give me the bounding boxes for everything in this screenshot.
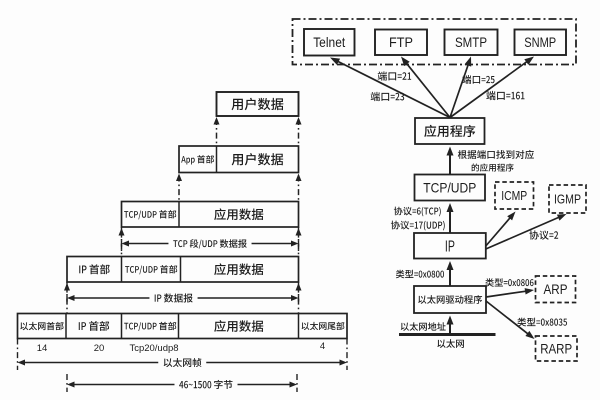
svg-text:TCP/UDP: TCP/UDP (423, 180, 476, 196)
svg-text:FTP: FTP (389, 34, 413, 50)
svg-text:SMTP: SMTP (455, 34, 487, 50)
svg-text:ICMP: ICMP (501, 189, 527, 203)
svg-text:IGMP: IGMP (554, 192, 581, 206)
svg-text:IP: IP (445, 238, 455, 255)
svg-text:ARP: ARP (544, 282, 568, 297)
svg-text:SNMP: SNMP (524, 34, 556, 50)
svg-text:20: 20 (94, 343, 105, 354)
svg-text:RARP: RARP (540, 341, 572, 356)
svg-text:14: 14 (37, 343, 48, 354)
svg-text:Telnet: Telnet (313, 34, 345, 50)
svg-text:4: 4 (320, 341, 325, 352)
svg-text:Tcp20/udp8: Tcp20/udp8 (129, 343, 178, 354)
